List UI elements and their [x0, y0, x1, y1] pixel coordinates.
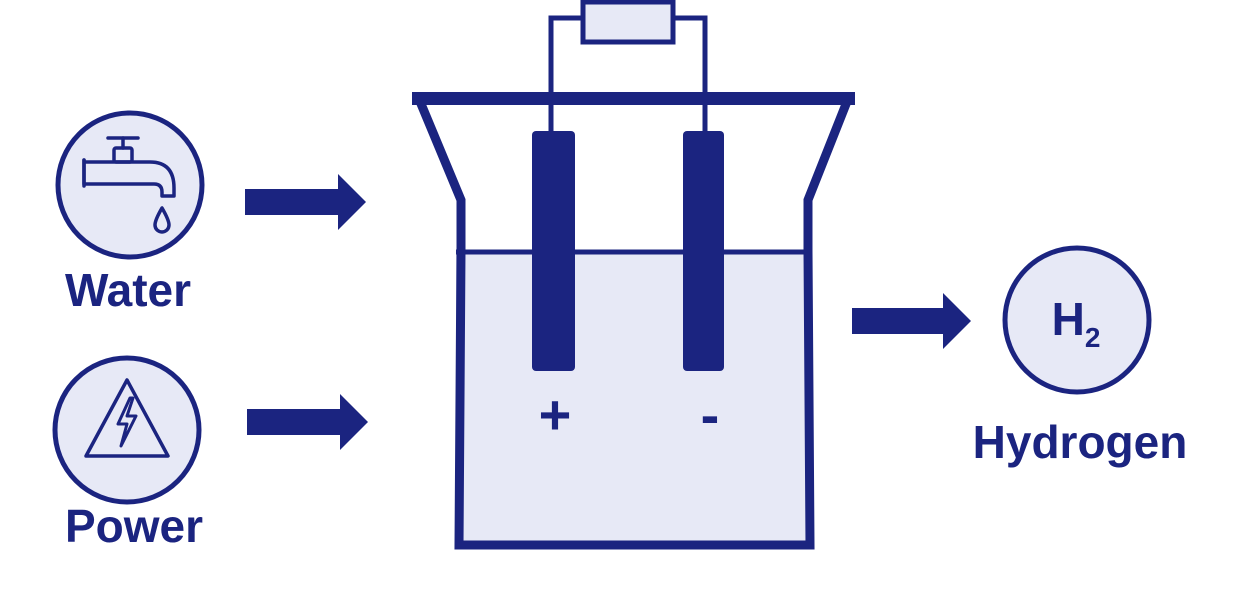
tank-lid	[412, 92, 855, 105]
output-arrow	[852, 293, 971, 349]
resistor	[580, 0, 676, 45]
anode-sign: +	[539, 383, 572, 446]
water-input: Water	[55, 110, 205, 316]
external-circuit	[548, 0, 708, 140]
tank-walls	[414, 97, 853, 550]
power-label: Power	[65, 500, 203, 552]
cathode-electrode	[683, 131, 724, 371]
hydrogen-formula: H2	[1052, 293, 1101, 353]
electrolyte-liquid	[456, 250, 808, 543]
faucet-icon	[82, 136, 176, 234]
electrolyser-tank	[412, 92, 855, 550]
anode-electrode	[532, 131, 575, 371]
hydrogen-symbol: H	[1052, 293, 1085, 345]
hydrogen-circle	[1002, 245, 1152, 395]
hydrogen-output: H2 Hydrogen	[973, 245, 1188, 468]
power-input: Power	[52, 355, 203, 552]
hydrogen-label: Hydrogen	[973, 416, 1188, 468]
hydrogen-subscript: 2	[1085, 322, 1101, 353]
power-arrow	[247, 394, 368, 450]
high-voltage-icon	[84, 378, 170, 458]
power-circle	[52, 355, 202, 505]
cathode-sign: -	[701, 383, 720, 446]
water-arrow	[245, 174, 366, 230]
water-label: Water	[65, 264, 191, 316]
